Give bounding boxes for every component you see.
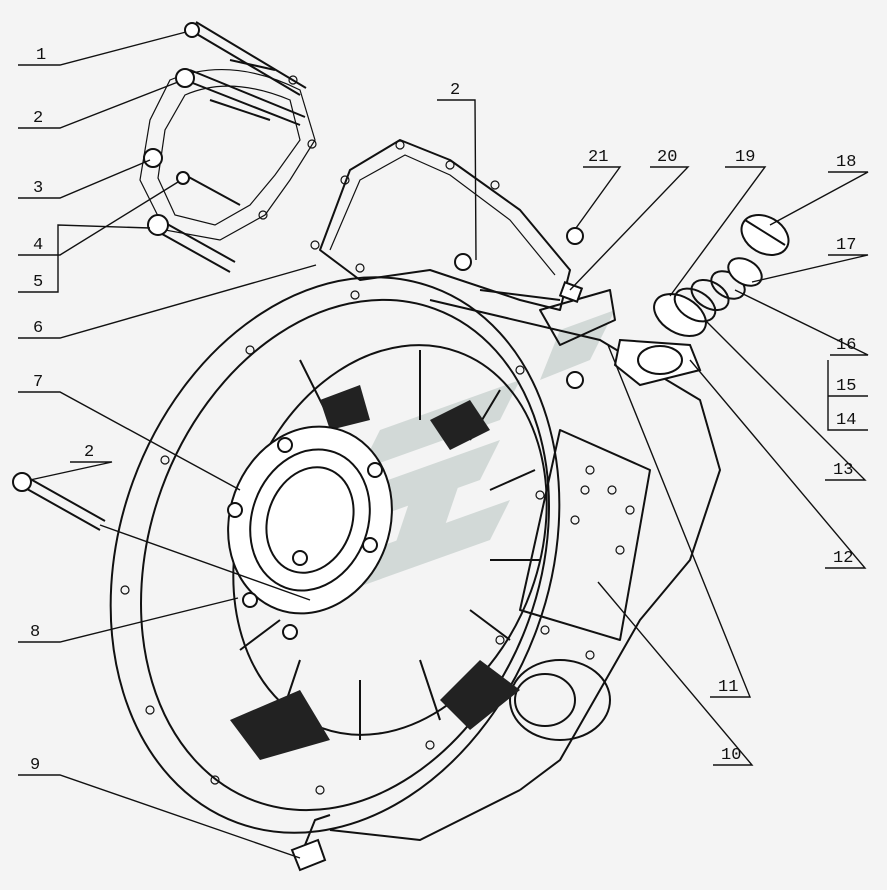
gasket (139, 68, 317, 241)
leader-lines (18, 31, 869, 859)
label-10: 10 (721, 746, 741, 765)
label-3: 3 (33, 179, 43, 198)
label-2-left: 2 (84, 443, 94, 462)
label-20: 20 (657, 148, 677, 167)
label-19: 19 (735, 148, 755, 167)
label-2-top: 2 (33, 109, 43, 128)
seal-housing (227, 425, 393, 640)
flange-12 (613, 338, 702, 387)
bolt-left (12, 472, 106, 531)
flywheel-housing (109, 276, 721, 841)
label-9: 9 (30, 756, 40, 775)
label-12: 12 (833, 549, 853, 568)
label-6: 6 (33, 319, 43, 338)
label-2-mid: 2 (450, 81, 460, 100)
bolts-top (143, 21, 307, 273)
rings-13-17 (653, 257, 763, 337)
label-5: 5 (33, 273, 43, 292)
label-11: 11 (718, 678, 738, 697)
bracket-part (539, 289, 616, 389)
label-8: 8 (30, 623, 40, 642)
label-15: 15 (836, 377, 856, 396)
label-17: 17 (836, 236, 856, 255)
bolt-20 (479, 281, 584, 303)
label-18: 18 (836, 153, 856, 172)
label-7: 7 (33, 373, 43, 392)
rear-cover (310, 139, 571, 311)
bolt-21 (566, 227, 584, 245)
label-16: 16 (836, 336, 856, 355)
label-4: 4 (33, 236, 43, 255)
callout-labels: 1 2 3 4 5 6 7 2 8 9 2 21 20 19 18 17 16 … (30, 46, 856, 775)
cap-18 (740, 214, 790, 256)
label-14: 14 (836, 411, 856, 430)
drain-plug (290, 814, 331, 872)
label-13: 13 (833, 461, 853, 480)
label-1: 1 (36, 46, 46, 65)
label-21: 21 (588, 148, 608, 167)
